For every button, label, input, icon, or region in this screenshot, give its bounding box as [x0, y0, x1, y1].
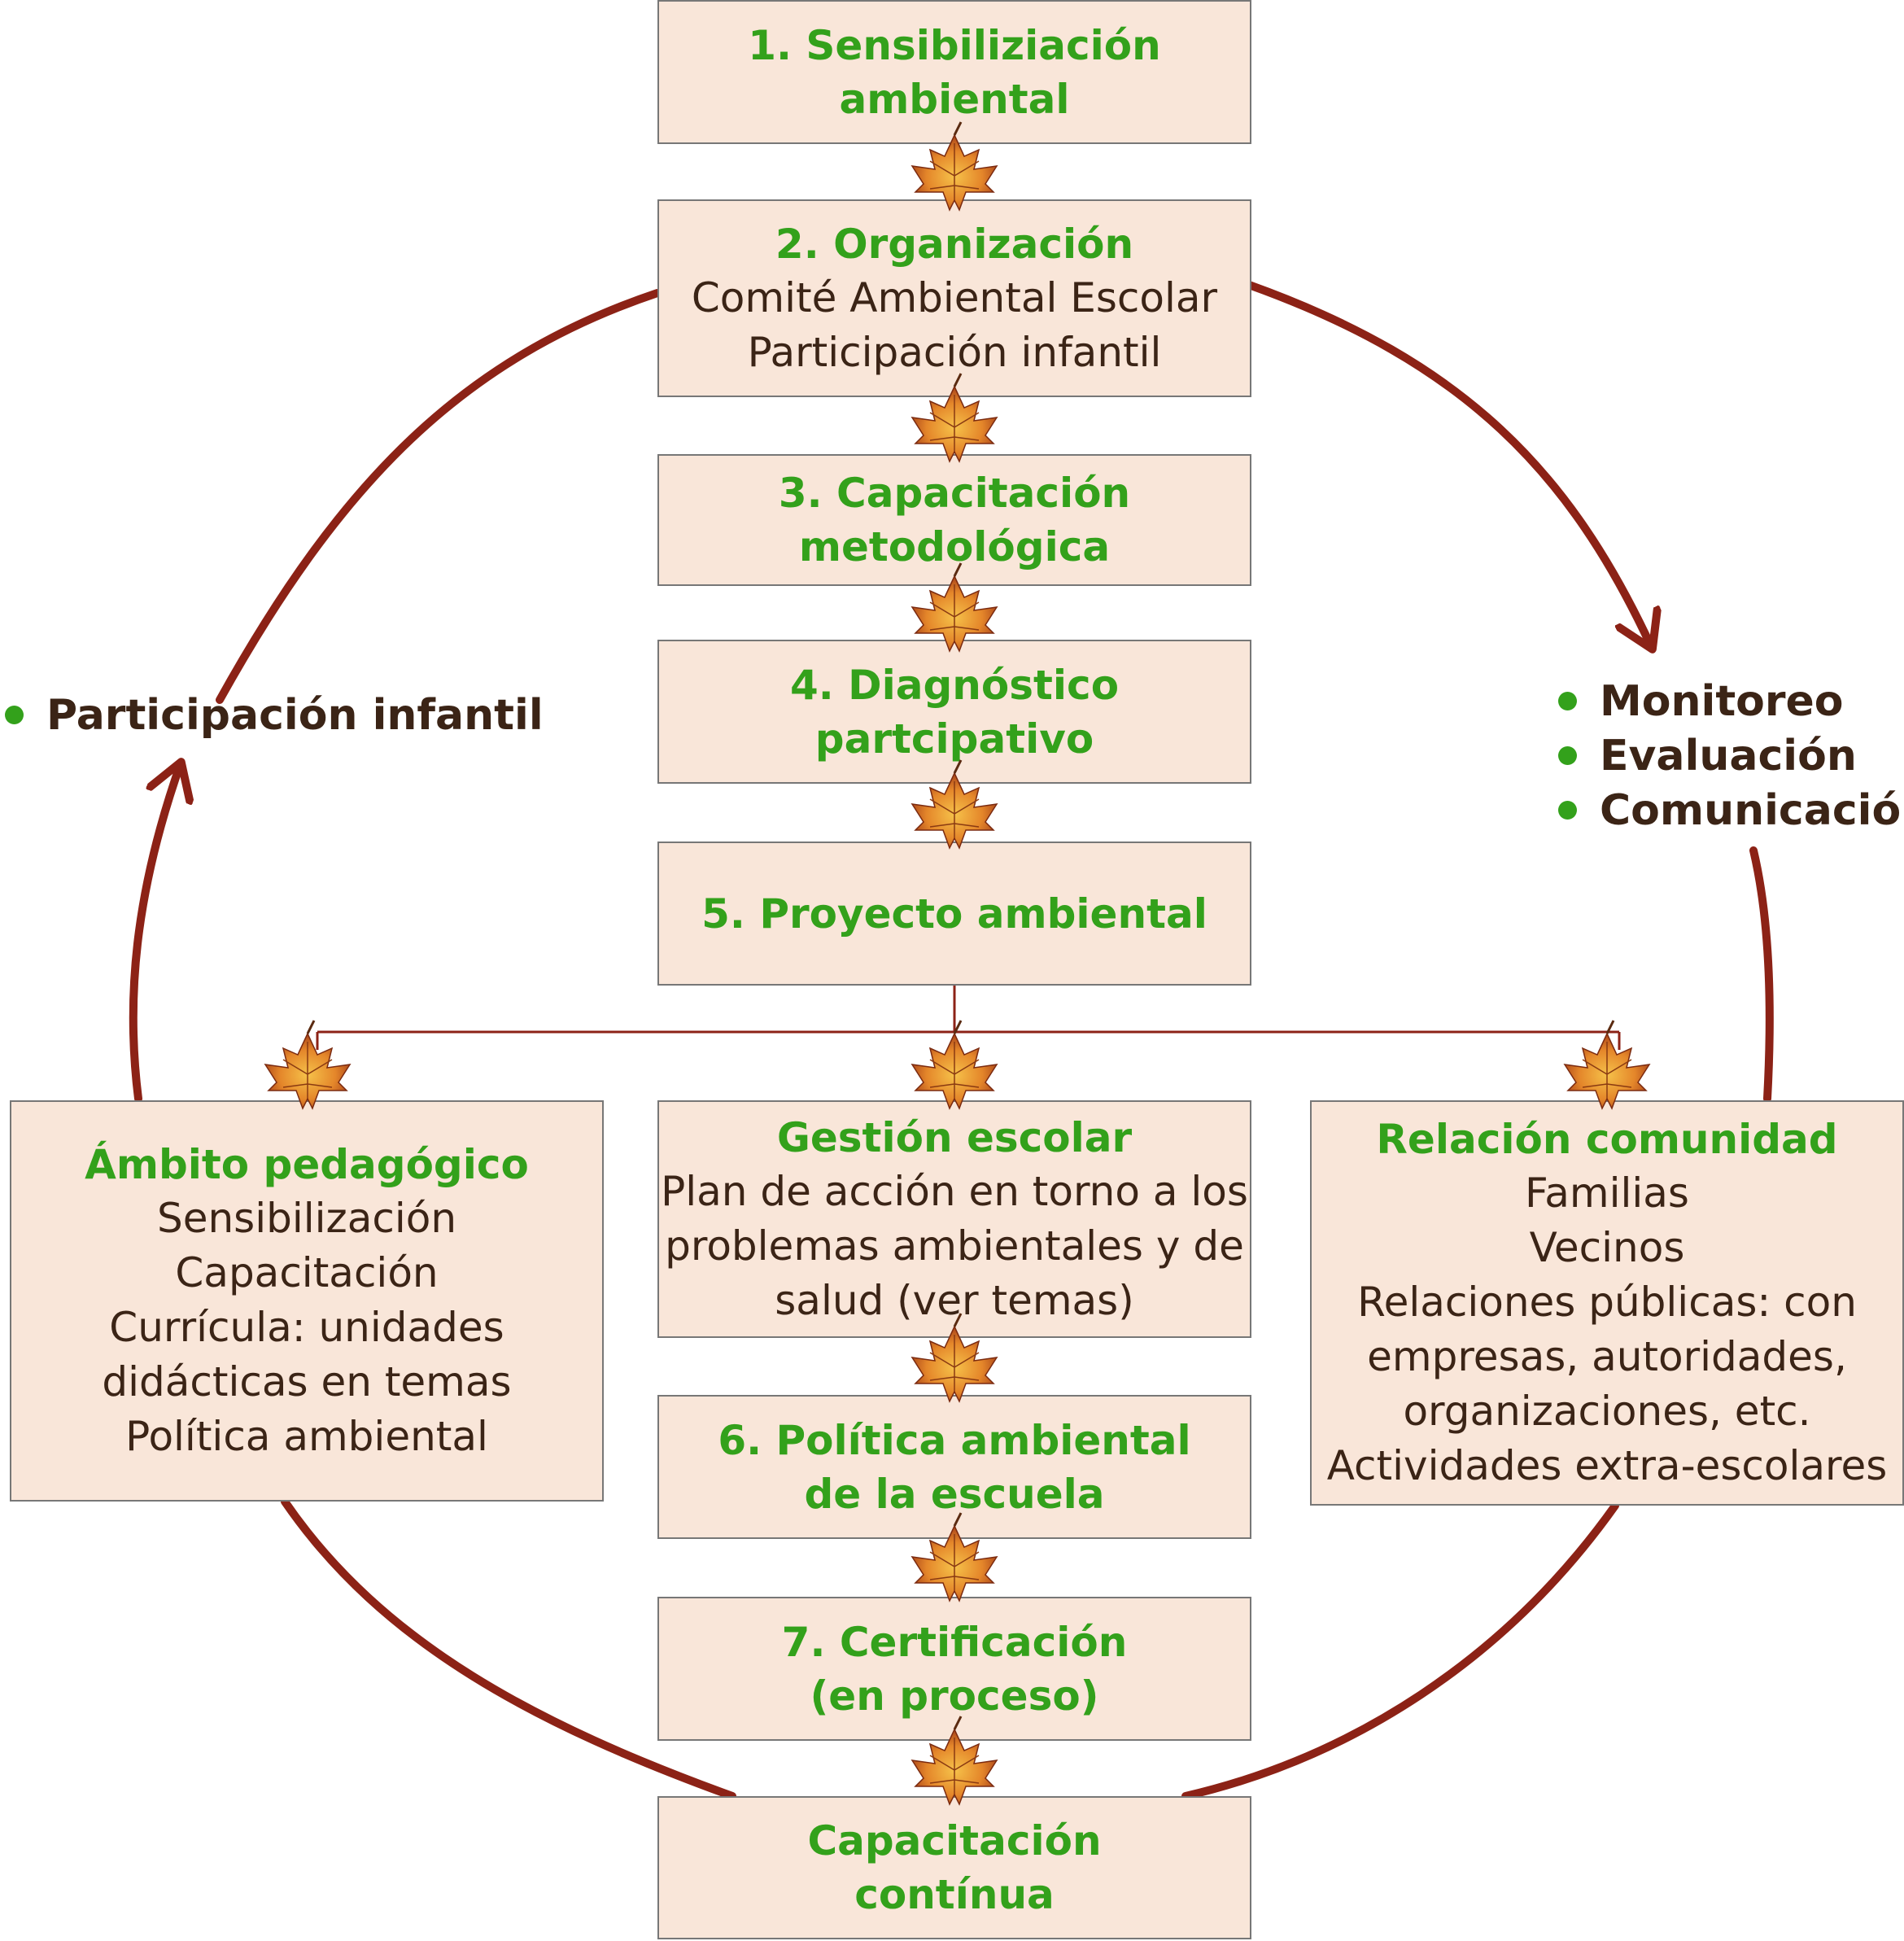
maple-leaf-icon — [1563, 1019, 1651, 1110]
area-comunidad-line: Familias — [1525, 1169, 1689, 1217]
right-note-text: Evaluación — [1600, 731, 1857, 780]
area-comunidad-box: Relación comunidad Familias Vecinos Rela… — [1310, 1100, 1904, 1506]
step-4-title: partcipativo — [814, 715, 1094, 763]
cycle-arrow-bottom-right — [1181, 1502, 1619, 1800]
area-gestion-title: Gestión escolar — [776, 1113, 1133, 1161]
left-note-text: Participación infantil — [46, 690, 544, 740]
area-gestion-line: Plan de acción en torno a los — [661, 1167, 1248, 1215]
area-pedagogico-line: Sensibilización — [156, 1195, 457, 1242]
area-comunidad-line: organizaciones, etc. — [1403, 1388, 1811, 1435]
step-5-box: 5. Proyecto ambiental — [657, 842, 1251, 986]
step-2-title: 2. Organización — [775, 220, 1134, 268]
right-note-list: Monitoreo Evaluación Comunicación — [1558, 674, 1904, 837]
maple-leaf-icon — [911, 120, 998, 212]
cycle-arrow-top-right — [1245, 281, 1652, 648]
area-comunidad-line: Relaciones públicas: con — [1357, 1279, 1857, 1326]
maple-leaf-icon — [911, 1715, 998, 1806]
maple-leaf-icon — [911, 562, 998, 653]
step-6-title: 6. Política ambiental — [718, 1416, 1191, 1464]
area-comunidad-line: empresas, autoridades, — [1367, 1333, 1847, 1380]
area-gestion-line: salud (ver temas) — [775, 1276, 1134, 1324]
step-3-title: 3. Capacitación — [778, 470, 1131, 517]
cycle-arrow-right — [1749, 846, 1774, 1103]
step-1-title: ambiental — [839, 75, 1070, 123]
step-8-title: contínua — [854, 1871, 1055, 1918]
step-8-box: Capacitación contínua — [657, 1796, 1251, 1939]
step-8-title: Capacitación — [807, 1817, 1102, 1864]
bullet-dot-icon — [1558, 692, 1577, 710]
bullet-dot-icon — [5, 706, 24, 724]
maple-leaf-icon — [911, 758, 998, 850]
bullet-dot-icon — [1558, 801, 1577, 820]
step-2-box: 2. Organización Comité Ambiental Escolar… — [657, 199, 1251, 397]
right-note-item: Evaluación — [1558, 728, 1904, 783]
step-4-title: 4. Diagnóstico — [789, 661, 1120, 709]
area-pedagogico-title: Ámbito pedagógico — [85, 1141, 529, 1188]
step-5-title: 5. Proyecto ambiental — [701, 890, 1207, 938]
area-pedagogico-line: Capacitación — [175, 1249, 439, 1296]
left-note-item: Participación infantil — [5, 688, 544, 742]
area-pedagogico-line: Política ambiental — [125, 1413, 488, 1460]
maple-leaf-icon — [911, 1312, 998, 1403]
step-6-box: 6. Política ambiental de la escuela — [657, 1395, 1251, 1539]
maple-leaf-icon — [911, 372, 998, 463]
step-2-line: Comité Ambiental Escolar — [691, 273, 1218, 321]
step-6-title: de la escuela — [804, 1470, 1105, 1518]
area-gestion-line: problemas ambientales y de — [665, 1222, 1244, 1270]
step-3-box: 3. Capacitación metodológica — [657, 454, 1251, 586]
maple-leaf-icon — [264, 1019, 352, 1110]
right-note-text: Monitoreo — [1600, 676, 1844, 726]
step-7-title: 7. Certificación — [781, 1618, 1128, 1666]
step-7-box: 7. Certificación (en proceso) — [657, 1597, 1251, 1741]
cycle-arrow-bottom-left — [281, 1497, 736, 1800]
area-pedagogico-box: Ámbito pedagógico Sensibilización Capaci… — [10, 1100, 604, 1502]
area-pedagogico-line: didácticas en temas — [102, 1358, 512, 1405]
step-7-title: (en proceso) — [810, 1672, 1099, 1720]
step-1-title: 1. Sensibiliziación — [748, 21, 1161, 69]
area-comunidad-line: Vecinos — [1529, 1224, 1685, 1271]
step-4-box: 4. Diagnóstico partcipativo — [657, 640, 1251, 784]
cycle-arrow-top-left — [216, 289, 662, 704]
area-gestion-box: Gestión escolar Plan de acción en torno … — [657, 1100, 1251, 1338]
area-pedagogico-line: Currícula: unidades — [109, 1304, 504, 1351]
step-3-title: metodológica — [798, 523, 1111, 570]
step-2-line: Participación infantil — [747, 328, 1162, 376]
right-note-item: Monitoreo — [1558, 674, 1904, 728]
right-note-item: Comunicación — [1558, 783, 1904, 837]
area-comunidad-line: Actividades extra-escolares — [1326, 1442, 1888, 1489]
area-comunidad-title: Relación comunidad — [1376, 1116, 1838, 1163]
left-note-list: Participación infantil — [5, 688, 544, 742]
bullet-dot-icon — [1558, 746, 1577, 765]
right-note-text: Comunicación — [1600, 785, 1904, 835]
maple-leaf-icon — [911, 1019, 998, 1110]
cycle-arrow-left — [129, 763, 181, 1103]
maple-leaf-icon — [911, 1511, 998, 1602]
